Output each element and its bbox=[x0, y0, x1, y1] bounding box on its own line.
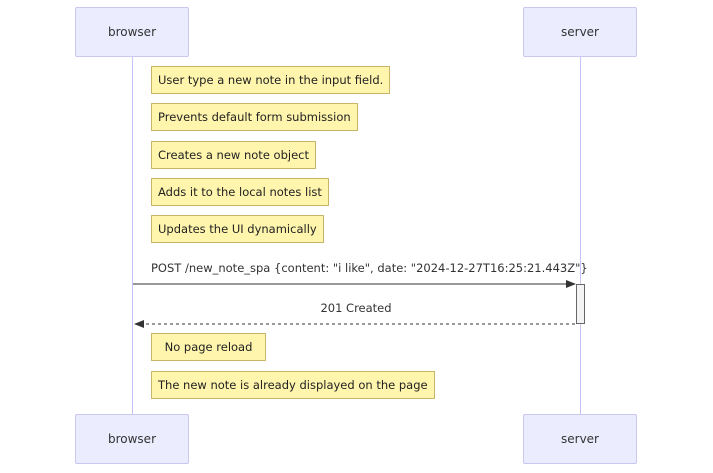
note-already-displayed-text: The new note is already displayed on the… bbox=[158, 378, 428, 392]
server-lifeline bbox=[580, 57, 581, 414]
note-prevent-default-text: Prevents default form submission bbox=[158, 110, 351, 124]
actor-server-top: server bbox=[523, 7, 637, 57]
actor-browser-bottom-label: browser bbox=[107, 432, 156, 446]
actor-browser-top-label: browser bbox=[107, 25, 156, 39]
actor-server-top-label: server bbox=[561, 25, 599, 39]
actor-browser-bottom: browser bbox=[75, 414, 189, 464]
note-user-types-text: User type a new note in the input field. bbox=[158, 73, 384, 87]
note-add-to-list: Adds it to the local notes list bbox=[151, 178, 329, 206]
server-activation bbox=[576, 284, 585, 324]
note-user-types: User type a new note in the input field. bbox=[151, 66, 391, 94]
actor-browser-top: browser bbox=[75, 7, 189, 57]
response-message-label: 201 Created bbox=[320, 301, 392, 315]
note-no-reload-text: No page reload bbox=[164, 340, 253, 354]
note-create-object: Creates a new note object bbox=[151, 141, 316, 169]
note-create-object-text: Creates a new note object bbox=[158, 148, 309, 162]
note-add-to-list-text: Adds it to the local notes list bbox=[158, 185, 322, 199]
browser-lifeline bbox=[132, 57, 133, 414]
note-no-reload: No page reload bbox=[151, 333, 266, 361]
request-message-label: POST /new_note_spa {content: "i like", d… bbox=[151, 261, 588, 275]
note-update-ui: Updates the UI dynamically bbox=[151, 215, 324, 243]
note-already-displayed: The new note is already displayed on the… bbox=[151, 371, 435, 399]
actor-server-bottom-label: server bbox=[561, 432, 599, 446]
actor-server-bottom: server bbox=[523, 414, 637, 464]
note-update-ui-text: Updates the UI dynamically bbox=[158, 222, 317, 236]
note-prevent-default: Prevents default form submission bbox=[151, 103, 358, 131]
